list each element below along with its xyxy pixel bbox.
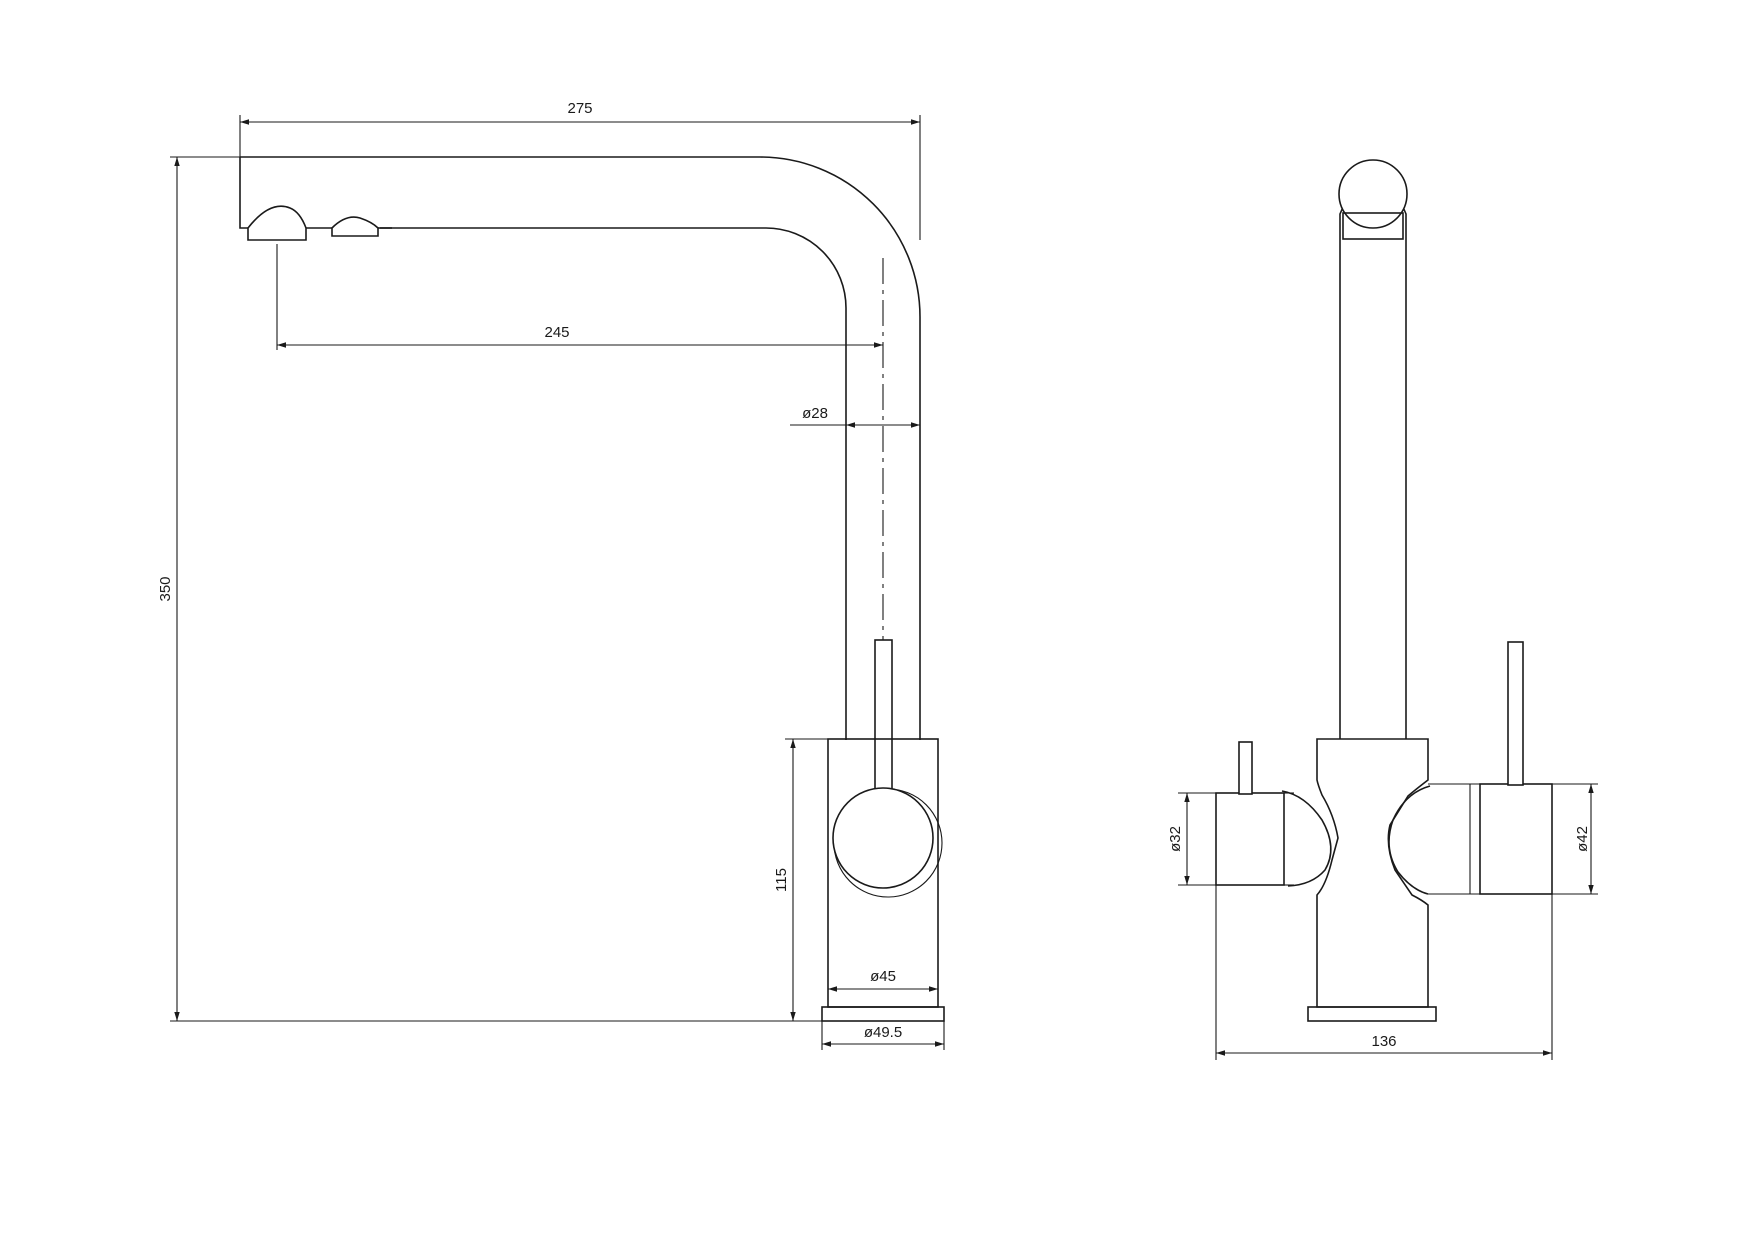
spout-inner-outline [380,227,847,740]
spout-tip [239,157,248,229]
dim-body-diameter: ø45 [870,968,896,985]
tap-body-front [1316,738,1429,1008]
dim-left-handle-diameter: ø32 [1167,826,1184,852]
dim-spout-diameter: ø28 [802,405,828,422]
front-view: ø32 ø42 136 [1167,159,1598,1060]
base-plate-front [1307,1006,1437,1022]
left-handle-cylinder [1215,792,1285,886]
spout-column [1339,189,1407,739]
spout-outline [240,156,921,740]
dim-spout-reach: 245 [544,324,569,341]
dim-body-height: 115 [773,868,790,892]
lever-handle [874,639,893,791]
left-valve-curve [1281,790,1332,887]
dim-right-handle-diameter: ø42 [1574,826,1591,852]
second-outlet [331,216,379,237]
dim-base-diameter: ø49.5 [864,1024,902,1041]
right-handle-cylinder [1479,783,1553,895]
right-lever [1507,641,1524,786]
spout-head [1338,159,1408,229]
dim-overall-height: 350 [157,576,174,601]
valve-knob [832,787,934,889]
dim-overall-reach: 275 [567,100,592,117]
left-lever [1238,741,1253,795]
right-valve-curve [1388,785,1431,895]
aerator [247,205,307,241]
spout-outlet [1342,212,1404,240]
dim-overall-width: 136 [1371,1033,1396,1050]
side-view: 275 245 ø28 350 115 ø45 ø49.5 [157,100,945,1050]
base-plate [821,1006,945,1022]
